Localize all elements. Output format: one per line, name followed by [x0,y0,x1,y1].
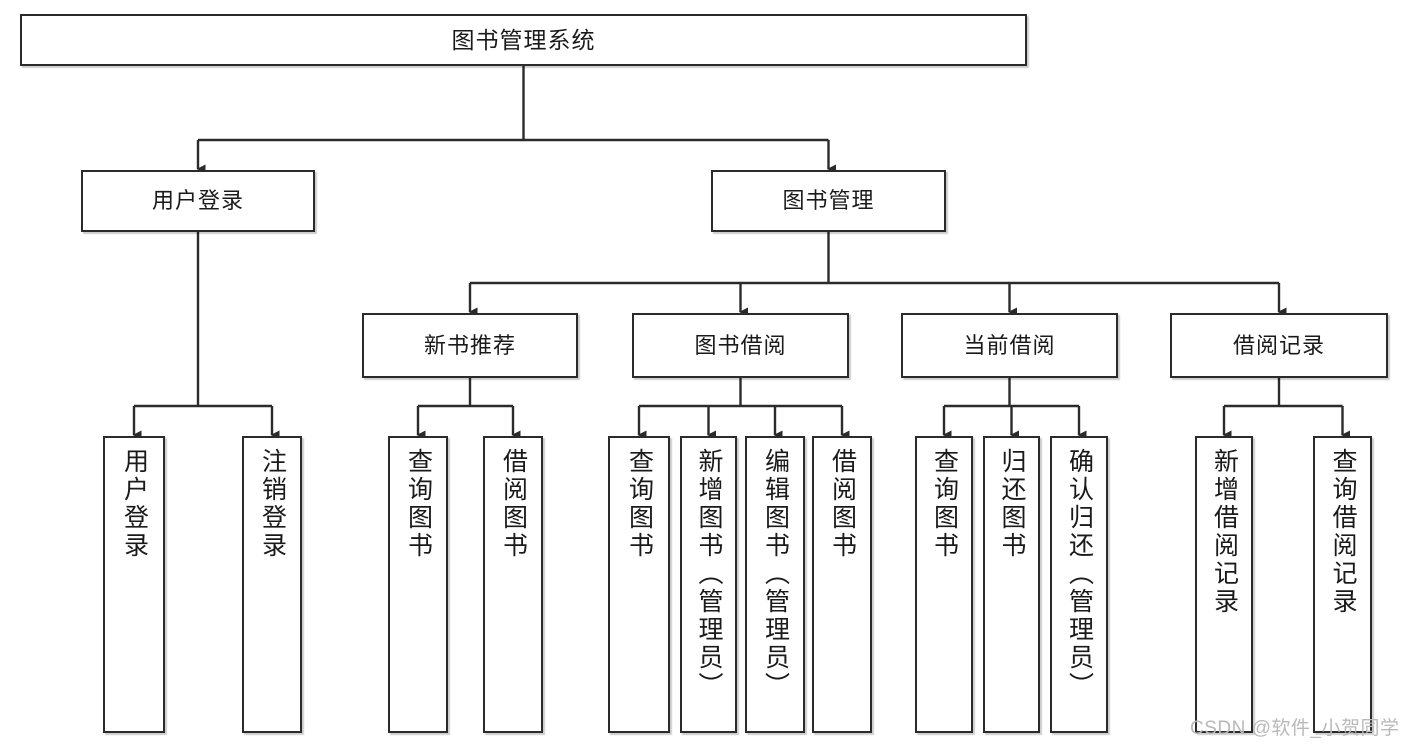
node-leaf-edit-book-admin[interactable]: 编辑图书（管理员） [745,436,805,733]
node-book-borrowing[interactable]: 图书借阅 [632,313,849,378]
node-label: 借阅图书 [499,448,528,560]
node-label: 借阅图书 [828,448,857,560]
node-label: 确认归还（管理员） [1065,448,1094,700]
node-label: 新增图书（管理员） [695,448,723,700]
node-label: 借阅记录 [1232,332,1325,358]
node-leaf-query-book-3[interactable]: 查询图书 [915,436,973,733]
node-label: 图书管理 [782,188,875,214]
node-label: 新书推荐 [423,332,516,358]
node-label: 图书借阅 [694,332,787,358]
node-current-borrowing[interactable]: 当前借阅 [901,313,1118,378]
node-label: 归还图书 [998,448,1026,560]
node-user-login[interactable]: 用户登录 [81,170,315,232]
node-label: 查询图书 [625,448,654,560]
node-new-book-recommendation[interactable]: 新书推荐 [362,313,578,378]
node-leaf-borrow-book-1[interactable]: 借阅图书 [483,436,543,733]
node-leaf-add-borrow-record[interactable]: 新增借阅记录 [1195,436,1253,733]
node-label: 图书管理系统 [451,26,596,53]
node-leaf-user-login[interactable]: 用户登录 [103,436,165,733]
node-leaf-logout[interactable]: 注销登录 [242,436,302,733]
node-label: 用户登录 [120,448,149,560]
csdn-watermark: CSDN @软件_小贺同学 [1190,718,1400,739]
node-label: 用户登录 [151,188,244,214]
node-borrowing-record[interactable]: 借阅记录 [1170,313,1388,378]
node-leaf-confirm-return-admin[interactable]: 确认归还（管理员） [1050,436,1108,733]
node-label: 查询借阅记录 [1329,448,1357,616]
node-label: 新增借阅记录 [1210,448,1239,616]
node-label: 当前借阅 [963,332,1056,358]
node-leaf-return-book[interactable]: 归还图书 [983,436,1040,733]
node-root-book-management-system[interactable]: 图书管理系统 [20,14,1027,66]
node-label: 查询图书 [930,448,959,560]
node-leaf-query-book-2[interactable]: 查询图书 [608,436,670,733]
node-label: 注销登录 [258,448,287,560]
node-book-management[interactable]: 图书管理 [711,170,946,232]
node-label: 编辑图书（管理员） [761,448,790,700]
node-leaf-query-book-1[interactable]: 查询图书 [388,436,448,733]
node-leaf-query-borrow-record[interactable]: 查询借阅记录 [1313,436,1372,733]
node-leaf-borrow-book-2[interactable]: 借阅图书 [812,436,872,733]
node-label: 查询图书 [404,448,433,560]
node-leaf-add-book-admin[interactable]: 新增图书（管理员） [680,436,737,733]
